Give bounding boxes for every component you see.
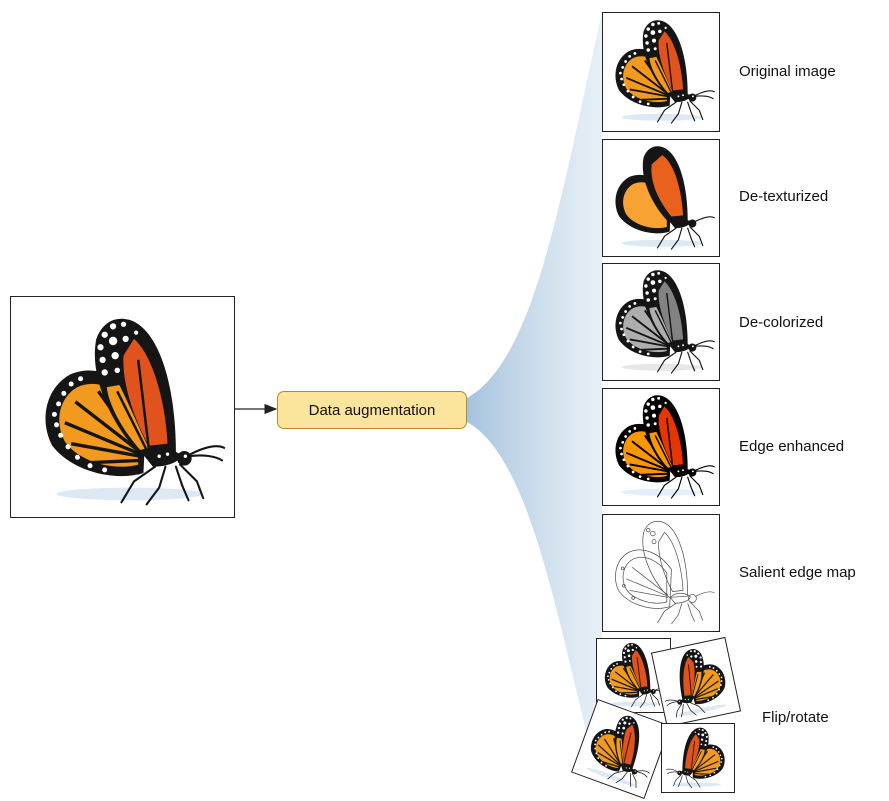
flip-rotate-label: Flip/rotate (762, 709, 829, 726)
salient-edge-map-thumb (602, 514, 720, 632)
flip-rotate-thumb-2 (651, 637, 741, 727)
salient-edge-map-label: Salient edge map (739, 564, 856, 581)
flip-rotate-thumb-4 (661, 723, 735, 793)
original-image-thumb (602, 12, 720, 132)
de-texturized-label: De-texturized (739, 188, 828, 205)
butterfly-icon (11, 297, 234, 517)
butterfly-icon (603, 264, 719, 380)
original-image-label: Original image (739, 63, 836, 80)
input-image (10, 296, 235, 518)
butterfly-icon (603, 13, 719, 131)
data-augmentation-box: Data augmentation (277, 391, 467, 429)
edge-enhanced-thumb (602, 388, 720, 506)
edge-enhanced-label: Edge enhanced (739, 438, 844, 455)
de-colorized-thumb (602, 263, 720, 381)
de-texturized-thumb (602, 139, 720, 257)
butterfly-icon (603, 389, 719, 505)
butterfly-icon (652, 638, 740, 726)
butterfly-icon (662, 724, 734, 792)
butterfly-icon (603, 515, 719, 631)
de-colorized-label: De-colorized (739, 314, 823, 331)
butterfly-icon (603, 140, 719, 256)
